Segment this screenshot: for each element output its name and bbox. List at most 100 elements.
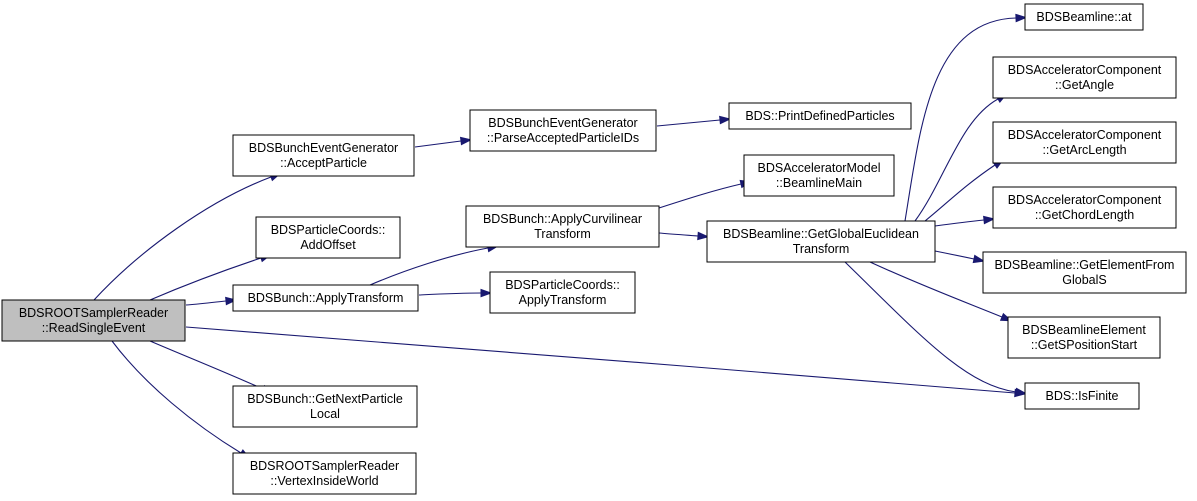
edge-line xyxy=(185,326,1016,394)
node-isFinite[interactable]: BDS::IsFinite xyxy=(1024,382,1140,410)
edge-line xyxy=(656,119,721,127)
node-box xyxy=(232,385,418,428)
edge-arrowhead xyxy=(1014,387,1028,397)
edge-line xyxy=(658,183,742,209)
edge-arrowhead xyxy=(480,288,493,298)
edge-line xyxy=(111,340,242,454)
node-addOffset[interactable]: BDSParticleCoords::AddOffset xyxy=(255,216,401,259)
node-box xyxy=(1024,3,1144,31)
node-label-line: ::AcceptParticle xyxy=(280,156,367,170)
node-bunchApplyTransform[interactable]: BDSBunch::ApplyTransform xyxy=(232,284,419,312)
node-box xyxy=(489,271,636,314)
edge-getGlobalEuclidean-to-getArcLength xyxy=(924,158,1005,222)
node-label-line: Local xyxy=(310,407,340,421)
node-box xyxy=(992,56,1177,99)
node-getSPositionStart[interactable]: BDSBeamlineElement::GetSPositionStart xyxy=(1007,316,1161,359)
node-label-line: ::BeamlineMain xyxy=(776,176,862,190)
nodes-layer: BDSROOTSamplerReader::ReadSingleEventBDS… xyxy=(1,3,1187,495)
node-label-line: BDSBeamline::at xyxy=(1036,10,1132,24)
edge-getGlobalEuclidean-to-isFinite xyxy=(844,261,1028,397)
node-label-line: BDSBeamlineElement xyxy=(1022,323,1146,337)
node-box xyxy=(255,216,401,259)
node-coordsApplyTransform[interactable]: BDSParticleCoords::ApplyTransform xyxy=(489,271,636,314)
node-label-line: BDSBunchEventGenerator xyxy=(249,141,398,155)
node-box xyxy=(232,284,419,312)
node-beamlineAt[interactable]: BDSBeamline::at xyxy=(1024,3,1144,31)
node-label-line: ::ReadSingleEvent xyxy=(42,321,146,335)
edge-line xyxy=(149,257,262,301)
node-box xyxy=(232,134,415,177)
node-label-line: ::ParseAcceptedParticleIDs xyxy=(487,131,639,145)
node-getAngle[interactable]: BDSAcceleratorComponent::GetAngle xyxy=(992,56,1177,99)
edge-line xyxy=(149,340,264,390)
edge-arrowhead xyxy=(972,254,986,264)
node-label-line: BDSAcceleratorComponent xyxy=(1008,128,1162,142)
edge-line xyxy=(418,292,482,296)
edge-arrowhead xyxy=(1015,13,1028,23)
node-label-line: BDSParticleCoords:: xyxy=(505,278,620,292)
node-label-line: ApplyTransform xyxy=(519,293,607,307)
node-beamlineMain[interactable]: BDSAcceleratorModel::BeamlineMain xyxy=(743,154,895,197)
edge-line xyxy=(844,261,1017,393)
edge-line xyxy=(185,300,227,306)
edge-applyCurvilinear-to-beamlineMain xyxy=(658,179,753,209)
edge-arrowhead xyxy=(459,136,473,146)
edge-line xyxy=(869,261,1003,318)
node-box xyxy=(992,121,1177,164)
node-parseIDs[interactable]: BDSBunchEventGenerator::ParseAcceptedPar… xyxy=(469,109,657,152)
node-vertexInsideWorld[interactable]: BDSROOTSamplerReader::VertexInsideWorld xyxy=(232,452,417,495)
node-getArcLength[interactable]: BDSAcceleratorComponent::GetArcLength xyxy=(992,121,1177,164)
edge-root-to-vertexInsideWorld xyxy=(111,340,251,460)
node-getChordLength[interactable]: BDSAcceleratorComponent::GetChordLength xyxy=(992,186,1177,229)
node-label-line: BDSBunch::GetNextParticle xyxy=(247,392,403,406)
node-box xyxy=(743,154,895,197)
node-label-line: BDS::PrintDefinedParticles xyxy=(745,109,894,123)
node-label-line: BDSROOTSamplerReader xyxy=(19,306,168,320)
node-label-line: Transform xyxy=(534,227,591,241)
edge-line xyxy=(934,219,985,227)
node-label-line: BDSAcceleratorComponent xyxy=(1008,193,1162,207)
edge-getGlobalEuclidean-to-getElementFromGlobalS xyxy=(934,250,986,264)
node-box xyxy=(982,251,1187,294)
node-label-line: ::GetSPositionStart xyxy=(1031,338,1138,352)
node-label-line: BDSAcceleratorComponent xyxy=(1008,63,1162,77)
node-root[interactable]: BDSROOTSamplerReader::ReadSingleEvent xyxy=(1,299,186,342)
edge-line xyxy=(904,17,1017,222)
edge-getGlobalEuclidean-to-getChordLength xyxy=(934,215,996,227)
node-box xyxy=(706,220,936,263)
edge-arrowhead xyxy=(719,115,732,125)
edge-parseIDs-to-printDefined xyxy=(656,115,732,127)
edge-line xyxy=(658,232,699,237)
edge-line xyxy=(924,164,996,222)
node-label-line: ::GetChordLength xyxy=(1035,208,1134,222)
node-label-line: BDSBeamline::GetGlobalEuclidean xyxy=(723,227,919,241)
node-printDefined[interactable]: BDS::PrintDefinedParticles xyxy=(728,102,912,130)
node-box xyxy=(465,205,660,248)
node-label-line: BDSBeamline::GetElementFrom xyxy=(995,258,1175,272)
node-box xyxy=(728,102,912,130)
node-label-line: BDSAcceleratorModel xyxy=(758,161,881,175)
node-label-line: Transform xyxy=(793,242,850,256)
node-label-line: BDSBunchEventGenerator xyxy=(488,116,637,130)
node-box xyxy=(992,186,1177,229)
edge-line xyxy=(93,176,272,301)
node-box xyxy=(232,452,417,495)
edge-root-to-acceptParticle xyxy=(93,172,282,301)
node-acceptParticle[interactable]: BDSBunchEventGenerator::AcceptParticle xyxy=(232,134,415,177)
edge-getGlobalEuclidean-to-beamlineAt xyxy=(904,13,1028,222)
edge-line xyxy=(414,140,462,148)
edge-bunchApplyTransform-to-coordsApplyTransform xyxy=(418,288,493,298)
node-label-line: ::VertexInsideWorld xyxy=(270,474,378,488)
node-label-line: ::GetAngle xyxy=(1055,78,1114,92)
node-box xyxy=(1024,382,1140,410)
node-label-line: BDSROOTSamplerReader xyxy=(250,459,399,473)
node-label-line: BDSParticleCoords:: xyxy=(271,223,386,237)
node-label-line: ::GetArcLength xyxy=(1042,143,1126,157)
node-label-line: AddOffset xyxy=(300,238,356,252)
edge-line xyxy=(934,250,975,260)
